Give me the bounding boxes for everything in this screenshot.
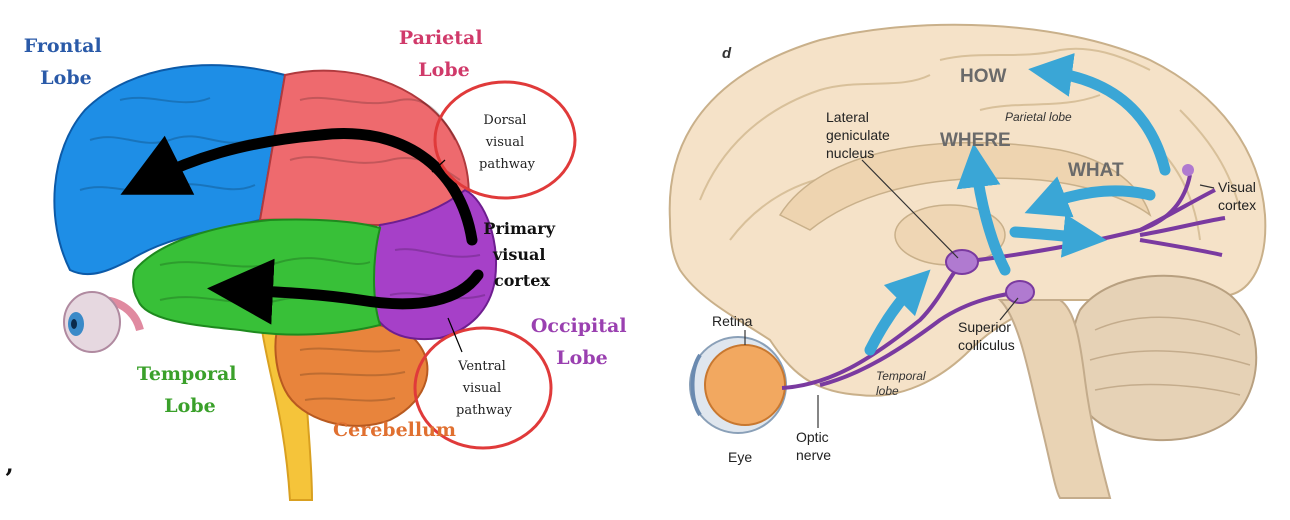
left-brain-diagram: Frontal Lobe Parietal Lobe Dorsal visual… bbox=[4, 27, 633, 501]
sagittal-gyri bbox=[699, 47, 1241, 241]
neural-pathways bbox=[781, 174, 1226, 390]
superior-colliculus-node bbox=[1005, 280, 1035, 304]
label-occipital-lobe: Occipital Lobe bbox=[531, 315, 633, 369]
visual-cortex-node bbox=[1182, 164, 1194, 176]
label-primary-visual-cortex: Primary visual cortex bbox=[483, 219, 560, 290]
how-arrow bbox=[1028, 53, 1171, 176]
cerebellum-folia bbox=[1089, 316, 1251, 396]
label-how: HOW bbox=[960, 66, 1007, 87]
corpus-callosum bbox=[778, 141, 1152, 231]
eye-sagittal bbox=[689, 336, 787, 434]
pointer-lines bbox=[744, 159, 1215, 428]
label-eye: Eye bbox=[728, 449, 752, 465]
stray-mark: ʼ bbox=[4, 465, 13, 495]
label-temporal-lobe-sagittal: Temporal lobe bbox=[876, 369, 929, 398]
label-superior-colliculus: Superior colliculus bbox=[958, 319, 1015, 353]
label-parietal-lobe-sagittal: Parietal lobe bbox=[1005, 110, 1072, 124]
lgn-cortex-arrow bbox=[1009, 213, 1107, 258]
label-optic-nerve: Optic nerve bbox=[796, 429, 833, 463]
label-lgn: Lateral geniculate nucleus bbox=[826, 109, 894, 161]
ventral-pathway-circle bbox=[413, 326, 553, 450]
label-frontal-lobe: Frontal Lobe bbox=[24, 35, 109, 89]
label-cerebellum: Cerebellum bbox=[333, 419, 456, 441]
label-ventral-pathway: Ventral visual pathway bbox=[456, 359, 513, 418]
label-parietal-lobe: Parietal Lobe bbox=[399, 27, 489, 81]
dorsal-black-arrow bbox=[120, 128, 478, 246]
right-brain-diagram: d HOW Parietal lobe WHERE WHAT Lateral g… bbox=[668, 23, 1267, 499]
what-arrow bbox=[1024, 176, 1156, 218]
where-arrow bbox=[956, 143, 1011, 276]
label-retina: Retina bbox=[712, 313, 753, 329]
label-what: WHAT bbox=[1068, 160, 1124, 181]
dorsal-pathway-circle bbox=[433, 80, 577, 200]
parietal-lobe-shape bbox=[258, 69, 470, 227]
label-dorsal-pathway: Dorsal visual pathway bbox=[479, 113, 536, 172]
brainstem-sagittal bbox=[997, 299, 1112, 499]
pathway-arrows bbox=[864, 53, 1171, 356]
dorsal-pointer-line bbox=[431, 159, 446, 173]
panel-letter: d bbox=[722, 45, 732, 62]
label-visual-cortex: Visual cortex bbox=[1218, 179, 1260, 213]
ventral-pointer-line bbox=[447, 317, 463, 353]
lgn-node bbox=[945, 249, 979, 275]
label-where: WHERE bbox=[940, 130, 1011, 151]
eyeball-left bbox=[63, 291, 144, 353]
label-temporal-lobe: Temporal Lobe bbox=[137, 363, 243, 417]
ventral-black-arrow bbox=[207, 258, 484, 325]
retina-lgn-arrow bbox=[864, 269, 931, 356]
